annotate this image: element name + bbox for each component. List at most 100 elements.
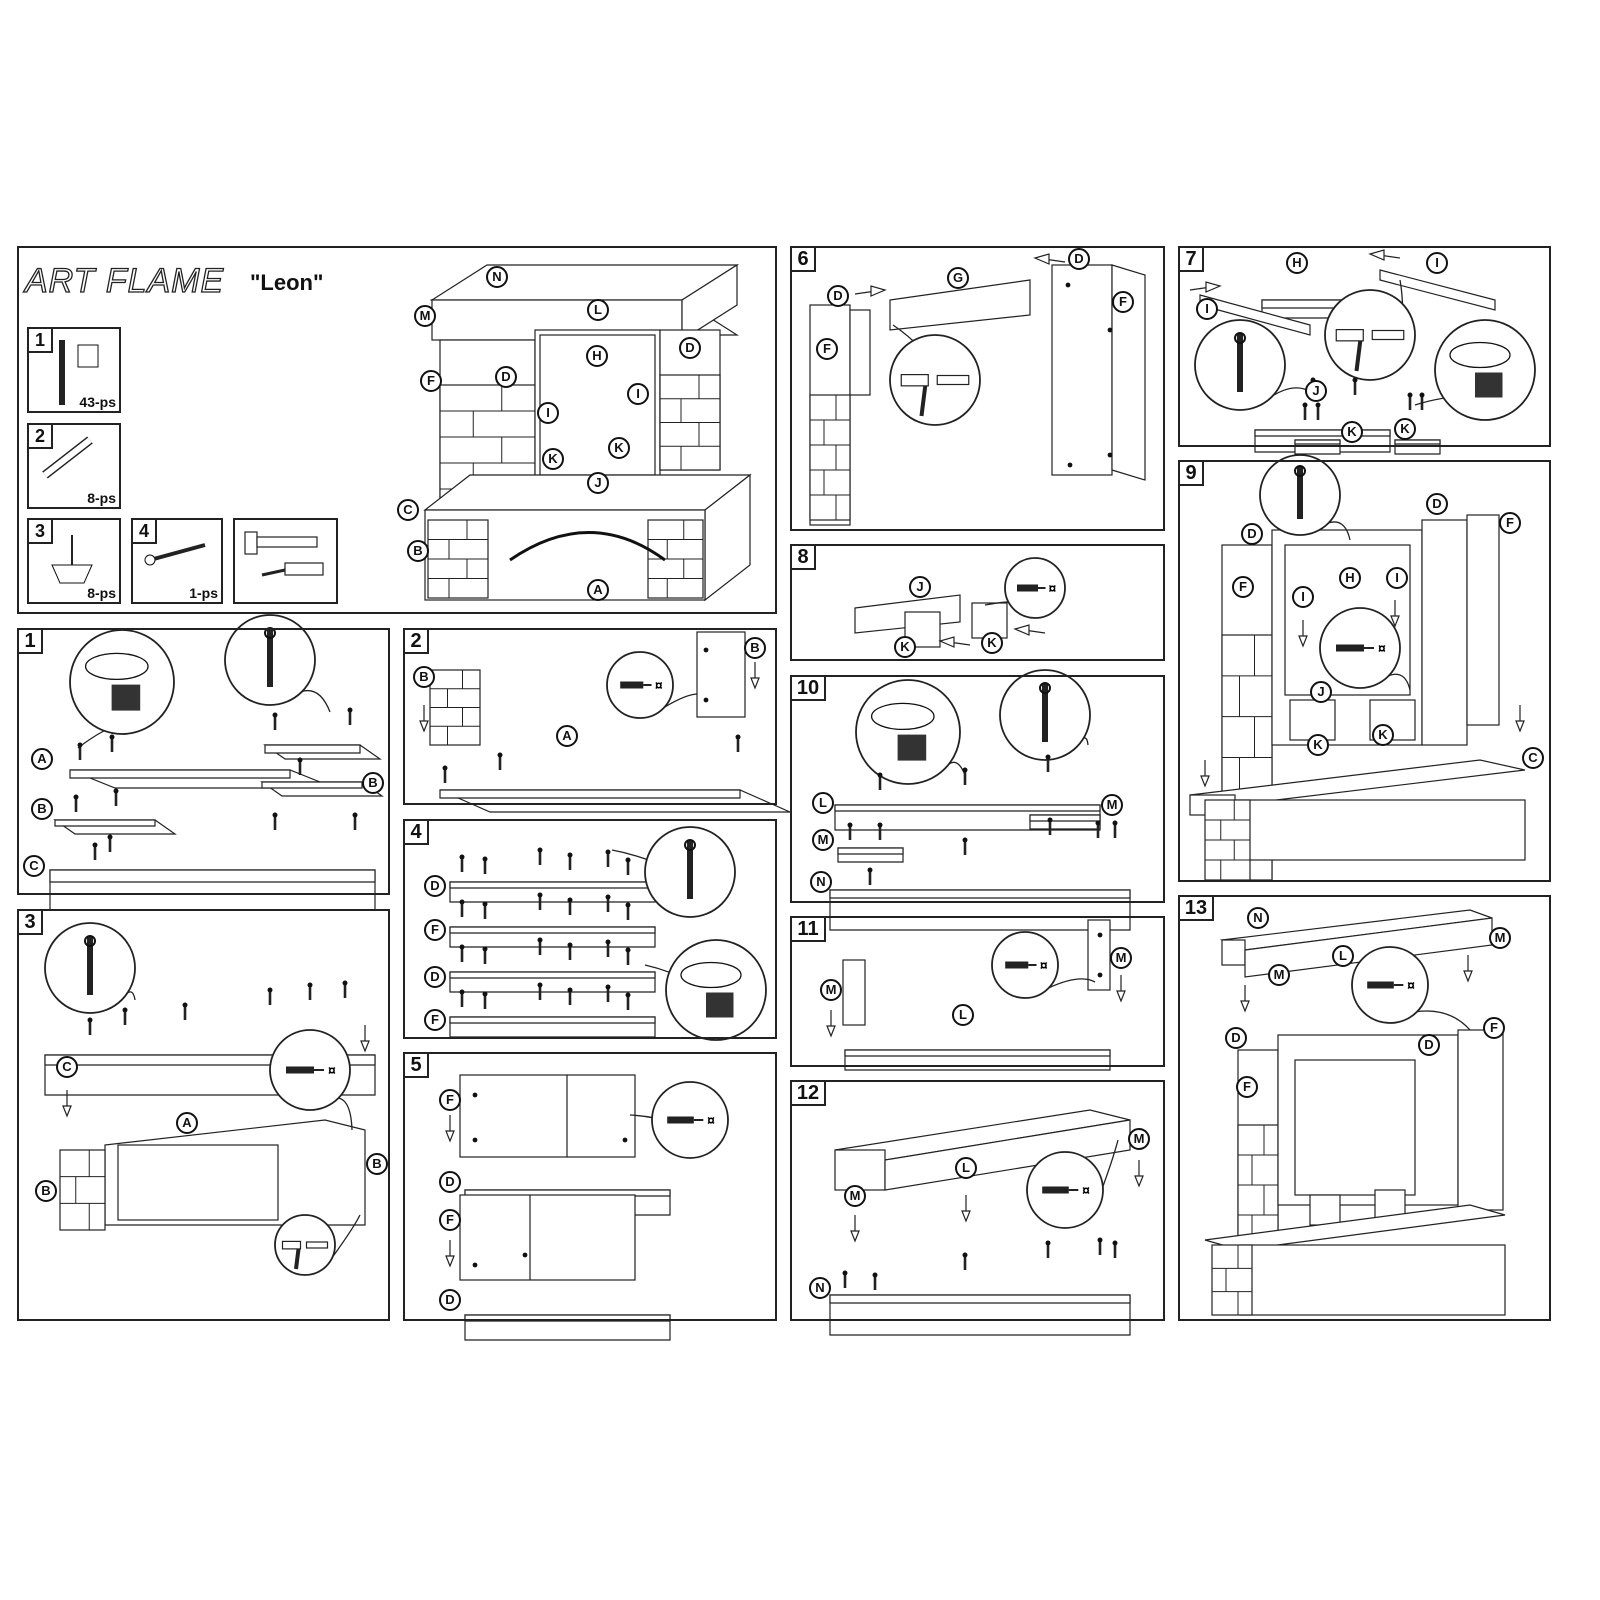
- part-label: F: [1483, 1017, 1505, 1039]
- board-edge: [264, 744, 361, 754]
- brick-panel: [59, 1149, 106, 1231]
- hole-dot: [1107, 452, 1113, 458]
- cam-bolt-icon: [735, 734, 741, 740]
- part-label: B: [413, 666, 435, 688]
- arrow-down-icon: [1298, 635, 1308, 648]
- part-label: D: [439, 1171, 461, 1193]
- cam-bolt-icon: [272, 812, 278, 818]
- board-edge: [1029, 814, 1101, 822]
- hammer-icon: [281, 1240, 302, 1250]
- part-label: F: [424, 919, 446, 941]
- drawing-line: [43, 437, 92, 478]
- cam-bolt-icon: [482, 901, 488, 907]
- hardware-number: 3: [29, 520, 53, 544]
- hole-dot: [1097, 972, 1103, 978]
- part-label: D: [1068, 248, 1090, 270]
- cam-bolt-icon: [537, 847, 543, 853]
- cam-lock-icon: [897, 734, 927, 761]
- cam-bolt-icon: [847, 822, 853, 828]
- part-label: F: [1499, 512, 1521, 534]
- tools-item: [233, 518, 338, 604]
- allen-key-icon: [684, 839, 696, 851]
- part-label: F: [420, 370, 442, 392]
- cam-bolt-icon: [1047, 817, 1053, 823]
- step-panel-6: 6: [790, 246, 1165, 531]
- screwdriver-icon: [284, 562, 324, 576]
- hardware-number: 4: [133, 520, 157, 544]
- cam-bolt-icon: [625, 857, 631, 863]
- hole-dot: [522, 1252, 528, 1258]
- part-label: M: [1268, 964, 1290, 986]
- part-label: N: [486, 266, 508, 288]
- panel-F: [1051, 264, 1113, 476]
- part-label: H: [1286, 252, 1308, 274]
- cam-lock-icon: [1475, 372, 1503, 398]
- part-label: A: [176, 1112, 198, 1134]
- board-edge: [449, 926, 656, 934]
- dowel-icon: [305, 1241, 329, 1249]
- part-label: D: [1418, 1034, 1440, 1056]
- step-number: 10: [792, 677, 826, 701]
- cam-bolt-icon: [182, 1002, 188, 1008]
- board-L: [884, 1119, 1131, 1191]
- panel-D: [849, 309, 871, 396]
- cam-bolt-icon: [482, 856, 488, 862]
- cam-bolt-icon: [459, 989, 465, 995]
- drawing-line: [261, 568, 286, 577]
- hole-dot: [703, 697, 709, 703]
- base: [1239, 1244, 1506, 1316]
- cam-bolt-icon: [537, 982, 543, 988]
- cam-bolt-icon: [122, 1007, 128, 1013]
- callout-leader: [1387, 673, 1411, 691]
- arrow-down-icon: [1134, 1175, 1144, 1188]
- board-edge: [834, 804, 1101, 812]
- part-label: B: [31, 798, 53, 820]
- cam-bolt-icon: [307, 982, 313, 988]
- part-label: M: [1128, 1128, 1150, 1150]
- board-edge: [829, 889, 1131, 899]
- arrow-down-icon: [445, 1255, 455, 1268]
- cam-bolt-icon: [605, 939, 611, 945]
- allen-key-icon: [84, 935, 96, 947]
- cam-bolt-icon: [297, 757, 303, 763]
- cam-bolt-icon: [92, 842, 98, 848]
- cam-bolt-icon: [87, 1017, 93, 1023]
- arrow-down-icon: [419, 720, 429, 733]
- panel-M: [842, 959, 866, 1026]
- part-label: K: [1372, 724, 1394, 746]
- part-label: L: [812, 792, 834, 814]
- board-I: [1379, 269, 1496, 311]
- part-label: N: [809, 1277, 831, 1299]
- step-number: 13: [1180, 897, 1214, 921]
- allen-key-icon: [1039, 682, 1051, 694]
- hole-dot: [622, 1137, 628, 1143]
- cam-bolt-icon: [459, 899, 465, 905]
- cam-bolt-icon: [842, 1270, 848, 1276]
- arrow-icon: [1205, 281, 1222, 293]
- part-label: I: [537, 402, 559, 424]
- part-label: L: [952, 1004, 974, 1026]
- step-panel-11: 11: [790, 916, 1165, 1067]
- callout-leader: [337, 1097, 353, 1131]
- plastic-foot-icon: [51, 564, 93, 584]
- finger-icon: [1449, 341, 1511, 369]
- callout-leader: [301, 689, 331, 713]
- thumb-detail-callout: [69, 629, 175, 735]
- part-label: M: [820, 979, 842, 1001]
- cam-bolt-icon: [567, 942, 573, 948]
- hardware-number: 2: [29, 425, 53, 449]
- step-number: 8: [792, 546, 816, 570]
- dowel-icon: [1371, 329, 1405, 341]
- part-label: D: [1225, 1027, 1247, 1049]
- cam-bolt-icon: [962, 837, 968, 843]
- cam-bolt-icon: [625, 992, 631, 998]
- arrow-down-icon: [1200, 775, 1210, 788]
- arrow-down-icon: [826, 1025, 836, 1038]
- part-label: K: [608, 437, 630, 459]
- cam-bolt-icon: [482, 991, 488, 997]
- cam-lock-icon: [111, 684, 141, 711]
- step-number: 11: [792, 918, 826, 942]
- opening: [1294, 1059, 1416, 1196]
- hole-dot: [703, 647, 709, 653]
- step-panel-3: 3: [17, 909, 390, 1321]
